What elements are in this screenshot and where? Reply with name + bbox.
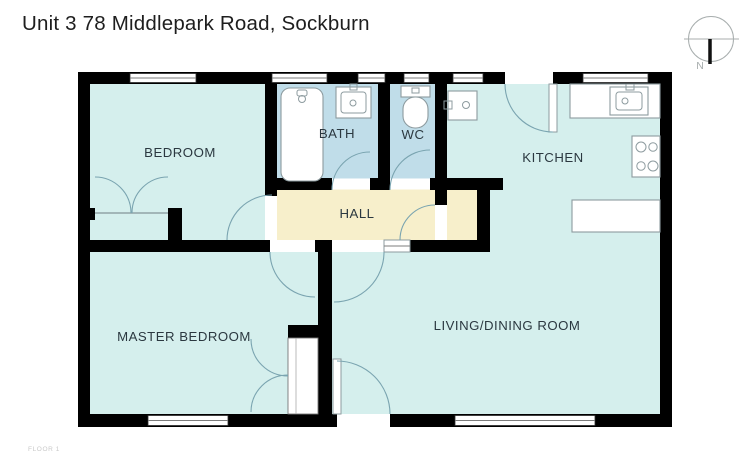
- compass: N: [684, 16, 739, 72]
- stove: [631, 135, 661, 178]
- room-labels: BEDROOM BATH WC KITCHEN HALL MASTER BEDR…: [117, 126, 583, 344]
- hall-label: HALL: [340, 206, 375, 221]
- door-opening: [332, 178, 370, 190]
- cupboard-door-swing: [399, 204, 436, 241]
- wc-label: WC: [402, 127, 425, 142]
- bedroom-door-swing: [226, 194, 273, 241]
- fixtures: [280, 83, 661, 233]
- door-opening: [332, 240, 384, 252]
- floor-label: FLOOR 1: [28, 446, 60, 453]
- windows: [129, 73, 649, 426]
- hall-cupboard-floor: [447, 190, 477, 242]
- door-opening: [505, 72, 553, 84]
- wall-segment: [288, 325, 331, 338]
- bathtub: [280, 87, 324, 182]
- door-opening: [337, 414, 390, 427]
- wall-segment: [84, 208, 95, 220]
- bath-label: BATH: [319, 126, 355, 141]
- master-closet-door-swing: [250, 374, 289, 413]
- door-leaf: [548, 83, 558, 133]
- door-swings: [94, 83, 554, 415]
- wall-segment: [435, 84, 447, 190]
- wall-segment: [378, 84, 390, 190]
- page-title: Unit 3 78 Middlepark Road, Sockburn: [22, 12, 370, 35]
- bath-door-swing: [331, 151, 371, 191]
- door-openings: [265, 72, 558, 427]
- kitchen-living-floor: [330, 84, 660, 416]
- living-room-door-swing: [333, 251, 385, 303]
- kitchen-counter: [569, 83, 661, 119]
- wall-segment: [430, 178, 503, 190]
- master-bedroom-door-swing: [269, 251, 316, 298]
- door-opening: [435, 205, 447, 240]
- room-floors: [90, 84, 660, 416]
- door-leaf: [332, 358, 342, 415]
- bedroom-floor: [90, 84, 277, 242]
- wall-segment: [168, 208, 182, 252]
- kitchen-door-swing: [504, 83, 554, 133]
- bedroom-closet-door-swing: [131, 176, 169, 214]
- wall-segment: [370, 178, 390, 190]
- door-opening: [270, 240, 315, 252]
- door-opening: [390, 178, 430, 190]
- closets: [95, 212, 319, 415]
- bedroom-closet-door-swing: [94, 176, 132, 214]
- master-closet: [287, 337, 319, 415]
- wall-segment: [78, 240, 318, 252]
- master-bedroom-floor: [90, 250, 320, 416]
- bath-sink: [335, 83, 372, 119]
- wall-segment: [660, 72, 672, 427]
- kitchen-label: KITCHEN: [522, 150, 583, 165]
- wall-segment: [265, 84, 277, 196]
- living-dining-label: LIVING/DINING ROOM: [434, 318, 581, 333]
- wall-segment: [410, 240, 490, 252]
- island-counter: [571, 199, 661, 233]
- master-bedroom-label: MASTER BEDROOM: [117, 329, 251, 344]
- compass-north-label: N: [696, 60, 704, 72]
- door-opening: [265, 196, 277, 240]
- laundry-sink: [443, 90, 478, 121]
- wall-segment: [435, 190, 447, 205]
- wall-segment: [477, 190, 490, 252]
- hall-floor: [277, 188, 435, 242]
- toilet: [400, 85, 431, 129]
- wc-door-swing: [389, 149, 431, 191]
- bedroom-label: BEDROOM: [144, 145, 216, 160]
- living-room-exterior-door-swing: [336, 360, 391, 415]
